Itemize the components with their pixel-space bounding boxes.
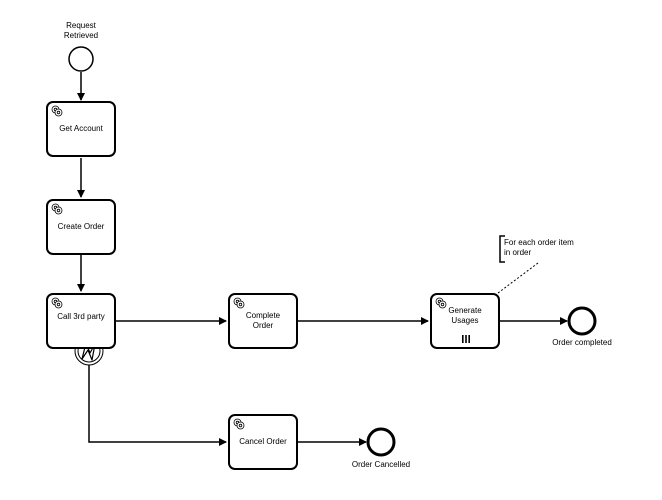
parallel-multi-instance-icon <box>462 335 470 343</box>
gear-icon <box>51 297 63 309</box>
task-label: Call 3rd party <box>57 312 105 321</box>
flow-error-to-cancel-order[interactable] <box>88 365 227 446</box>
end-event-cancelled-label: Order Cancelled <box>351 460 411 469</box>
task-get-account[interactable]: Get Account <box>46 101 116 157</box>
task-label: Complete Order <box>245 311 281 330</box>
gear-icon <box>233 297 245 309</box>
start-event-label: Request Retrieved <box>63 21 99 40</box>
end-event-completed-label: Order completed <box>552 338 612 347</box>
task-complete-order[interactable]: Complete Order <box>228 293 298 349</box>
end-event-cancelled[interactable] <box>366 427 396 457</box>
task-generate-usages[interactable]: Generate Usages <box>430 293 500 349</box>
task-label: Get Account <box>59 124 103 133</box>
end-event-completed[interactable] <box>567 306 597 336</box>
task-call-3rd-party[interactable]: Call 3rd party <box>46 293 116 349</box>
annotation-association <box>497 262 539 294</box>
task-create-order[interactable]: Create Order <box>46 199 116 255</box>
task-label: Generate Usages <box>448 306 482 325</box>
text-annotation[interactable]: For each order item in order <box>504 238 574 257</box>
annotation-bracket <box>499 235 505 263</box>
gear-icon <box>51 105 63 117</box>
gear-icon <box>51 203 63 215</box>
gear-icon <box>233 418 245 430</box>
start-event[interactable] <box>68 46 94 72</box>
task-cancel-order[interactable]: Cancel Order <box>228 414 298 470</box>
gear-icon <box>435 297 447 309</box>
task-label: Cancel Order <box>239 437 287 446</box>
task-label: Create Order <box>57 222 105 231</box>
